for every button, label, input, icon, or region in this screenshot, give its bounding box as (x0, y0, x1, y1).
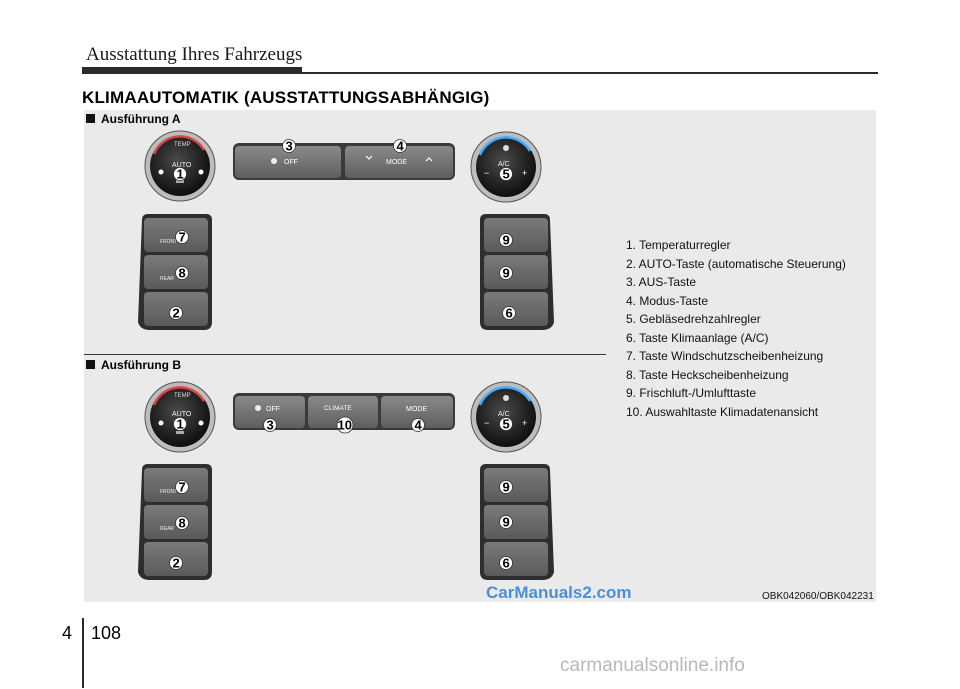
recirculation-button[interactable] (484, 468, 548, 502)
recirculation-button[interactable] (484, 218, 548, 252)
fan-icon (271, 158, 277, 164)
minus-label: − (484, 168, 489, 178)
off-label: OFF (284, 159, 298, 166)
mode-bar: OFF CLIMATE MODE 3 10 4 (233, 393, 455, 434)
marker-9: 9 (503, 233, 510, 248)
fresh-air-button[interactable] (484, 255, 548, 289)
temp-label: TEMP (174, 393, 191, 399)
chevron-down-icon (365, 155, 373, 160)
marker-6: 6 (506, 306, 513, 321)
auto-label: AUTO (172, 411, 192, 418)
legend-item: 4. Modus-Taste (626, 293, 709, 308)
temp-label: TEMP (174, 142, 191, 148)
variant-a-text: Ausführung A (101, 112, 181, 126)
header-bar (82, 67, 302, 73)
header-rule (82, 72, 878, 74)
marker-4: 4 (397, 139, 405, 154)
climate-control-diagram: TEMP AUTO 1 OFF MODE 3 4 (138, 130, 554, 580)
right-button-stack: 9 9 6 (480, 214, 554, 330)
off-button[interactable] (235, 396, 305, 428)
plus-label: + (522, 168, 527, 178)
climate-label: CLIMATE (324, 405, 352, 412)
bullet-square-icon (86, 360, 95, 369)
variant-divider (84, 354, 606, 355)
bullet-square-icon (86, 114, 95, 123)
front-label: FRONT (160, 239, 177, 245)
off-label: OFF (266, 406, 280, 413)
watermark: CarManuals2.com (486, 583, 632, 602)
seat-heater-right-button[interactable] (484, 542, 548, 576)
marker-3: 3 (286, 139, 293, 154)
marker-3: 3 (267, 418, 274, 433)
footer-divider (82, 618, 84, 688)
footer-watermark: carmanualsonline.info (560, 655, 745, 676)
variant-b-text: Ausführung B (101, 358, 181, 372)
marker-1: 1 (177, 167, 184, 182)
marker-2: 2 (173, 556, 180, 571)
marker-4: 4 (415, 418, 423, 433)
marker-9: 9 (503, 266, 510, 281)
marker-10: 10 (338, 418, 352, 433)
fan-speed-knob[interactable]: A/C − + 5 (470, 131, 542, 203)
legend-item: 6. Taste Klimaanlage (A/C) (626, 330, 769, 345)
marker-8: 8 (179, 266, 186, 281)
fresh-air-button[interactable] (484, 505, 548, 539)
legend-item: 10. Auswahltaste Klimadatenansicht (626, 404, 819, 419)
legend-item: 3. AUS-Taste (626, 275, 697, 289)
variant-a-controls: TEMP AUTO 1 OFF MODE 3 4 (138, 130, 554, 330)
page-title: KLIMAAUTOMATIK (AUSSTATTUNGSABHÄNGIG) (82, 88, 490, 107)
right-button-stack: 9 9 6 (480, 464, 554, 580)
plus-label: + (522, 418, 527, 428)
marker-8: 8 (179, 516, 186, 531)
variant-a-label: Ausführung A (86, 112, 181, 126)
left-button-stack: FRONT REAR 7 8 2 (138, 464, 212, 580)
mode-button[interactable] (345, 146, 453, 178)
legend-item: 1. Temperaturregler (626, 238, 731, 252)
auto-label: AUTO (172, 162, 192, 169)
marker-6: 6 (503, 556, 510, 571)
climate-button[interactable] (308, 396, 378, 428)
section-header: Ausstattung Ihres Fahrzeugs (86, 44, 303, 65)
chapter-number: 4 (62, 623, 73, 643)
rear-label: REAR (160, 526, 174, 532)
mode-button[interactable] (381, 396, 453, 428)
front-label: FRONT (160, 489, 177, 495)
legend-item: 8. Taste Heckscheibenheizung (626, 367, 789, 382)
variant-b-label: Ausführung B (86, 358, 181, 372)
rear-label: REAR (160, 276, 174, 282)
marker-7: 7 (179, 480, 186, 495)
chevron-up-icon (425, 157, 433, 162)
minus-label: − (484, 418, 489, 428)
mode-label: MODE (406, 406, 427, 413)
legend-item: 9. Frischluft-/Umlufttaste (626, 386, 757, 400)
mode-label: MODE (386, 159, 407, 166)
variant-b-controls: TEMP AUTO 1 OFF CLIMATE MODE 3 10 4 (138, 381, 554, 580)
ac-label: A/C (498, 411, 510, 418)
marker-9: 9 (503, 480, 510, 495)
marker-9: 9 (503, 515, 510, 530)
legend-item: 7. Taste Windschutzscheibenheizung (626, 349, 824, 363)
marker-1: 1 (177, 417, 184, 432)
temperature-knob[interactable]: TEMP AUTO 1 (144, 130, 216, 202)
marker-7: 7 (179, 230, 186, 245)
fan-icon (503, 395, 509, 401)
marker-5: 5 (503, 417, 510, 432)
ac-label: A/C (498, 161, 510, 168)
legend-item: 2. AUTO-Taste (automatische Steuerung) (626, 256, 846, 271)
mode-bar: OFF MODE 3 4 (233, 139, 455, 180)
figure-id: OBK042060/OBK042231 (762, 591, 874, 602)
legend-item: 5. Gebläsedrehzahlregler (626, 312, 761, 326)
marker-5: 5 (503, 167, 510, 182)
fan-icon (255, 405, 261, 411)
temperature-knob[interactable]: TEMP AUTO 1 (144, 381, 216, 453)
fan-speed-knob[interactable]: A/C − + 5 (470, 381, 542, 453)
fan-icon (503, 145, 509, 151)
off-button[interactable] (235, 146, 341, 178)
page-number: 108 (91, 623, 122, 643)
legend-list: 1. Temperaturregler 2. AUTO-Taste (autom… (626, 236, 846, 421)
left-button-stack: FRONT REAR 7 8 2 (138, 214, 212, 330)
seat-heater-right-button[interactable] (484, 292, 548, 326)
marker-2: 2 (173, 306, 180, 321)
